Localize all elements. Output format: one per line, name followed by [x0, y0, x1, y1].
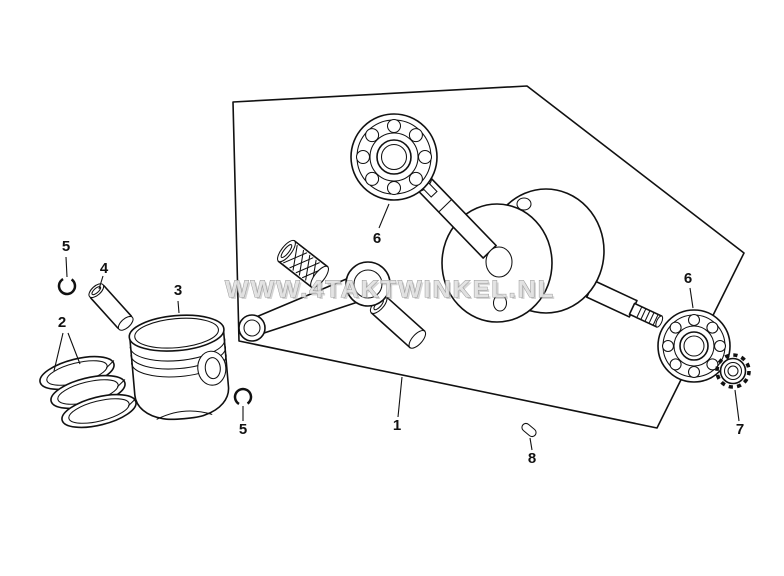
- leader-line: [53, 332, 64, 372]
- connecting-rod: [238, 261, 391, 342]
- crank-pin-end: [516, 197, 532, 211]
- callout-3: 3: [174, 282, 182, 314]
- callout-number: 6: [684, 270, 692, 287]
- needle-bearing-cage: [277, 239, 329, 289]
- callout-number: 2: [58, 314, 66, 331]
- watermark: WWW.4TAKTWINKEL.NL WWW.4TAKTWINKEL.NL: [225, 276, 557, 306]
- crankshaft: [416, 176, 664, 328]
- leader-line: [98, 275, 104, 290]
- callout-number: 4: [100, 260, 109, 277]
- timing-gear: [715, 353, 751, 389]
- crankshaft-right-shaft: [585, 279, 664, 328]
- callout-7: 7: [734, 389, 744, 438]
- callout-1: 1: [393, 376, 403, 434]
- callout-number: 8: [528, 450, 536, 467]
- callout-2: 2: [53, 314, 81, 372]
- watermark-shadow: WWW.4TAKTWINKEL.NL: [227, 278, 557, 305]
- callout-5-bottom: 5: [239, 406, 247, 438]
- ball-bearing-right: [657, 309, 731, 383]
- woodruff-key: [521, 422, 537, 438]
- callout-4: 4: [98, 260, 109, 290]
- piston-ring-set: [39, 355, 137, 429]
- leader-line: [689, 287, 694, 309]
- callout-number: 5: [62, 238, 70, 255]
- callout-6-right: 6: [684, 270, 694, 309]
- callout-number: 7: [736, 421, 744, 438]
- leader-line: [67, 332, 81, 365]
- piston-pin-clip: [57, 276, 77, 296]
- leader-line: [378, 203, 390, 229]
- callout-5-top: 5: [62, 238, 70, 278]
- leader-line: [529, 437, 533, 451]
- piston-pin: [88, 283, 134, 331]
- leader-line: [397, 376, 403, 418]
- callout-8: 8: [528, 437, 536, 467]
- watermark-text: WWW.4TAKTWINKEL.NL: [225, 276, 555, 303]
- leader-line: [65, 256, 68, 278]
- crank-center-boss: [485, 246, 513, 278]
- piston-ring: [61, 393, 137, 429]
- crank-balance-hole: [492, 294, 508, 312]
- callout-6-left: 6: [373, 203, 390, 247]
- callout-number: 5: [239, 421, 247, 438]
- piston-pin-clip: [233, 387, 253, 407]
- callouts: 5 4 2 3 6 5 1 8: [53, 203, 744, 467]
- leader-line: [734, 389, 740, 422]
- callout-number: 1: [393, 417, 401, 434]
- piston: [128, 314, 230, 421]
- callout-number: 6: [373, 230, 381, 247]
- leader-line: [177, 300, 180, 314]
- callout-number: 3: [174, 282, 182, 299]
- ball-bearing-left: [350, 113, 438, 201]
